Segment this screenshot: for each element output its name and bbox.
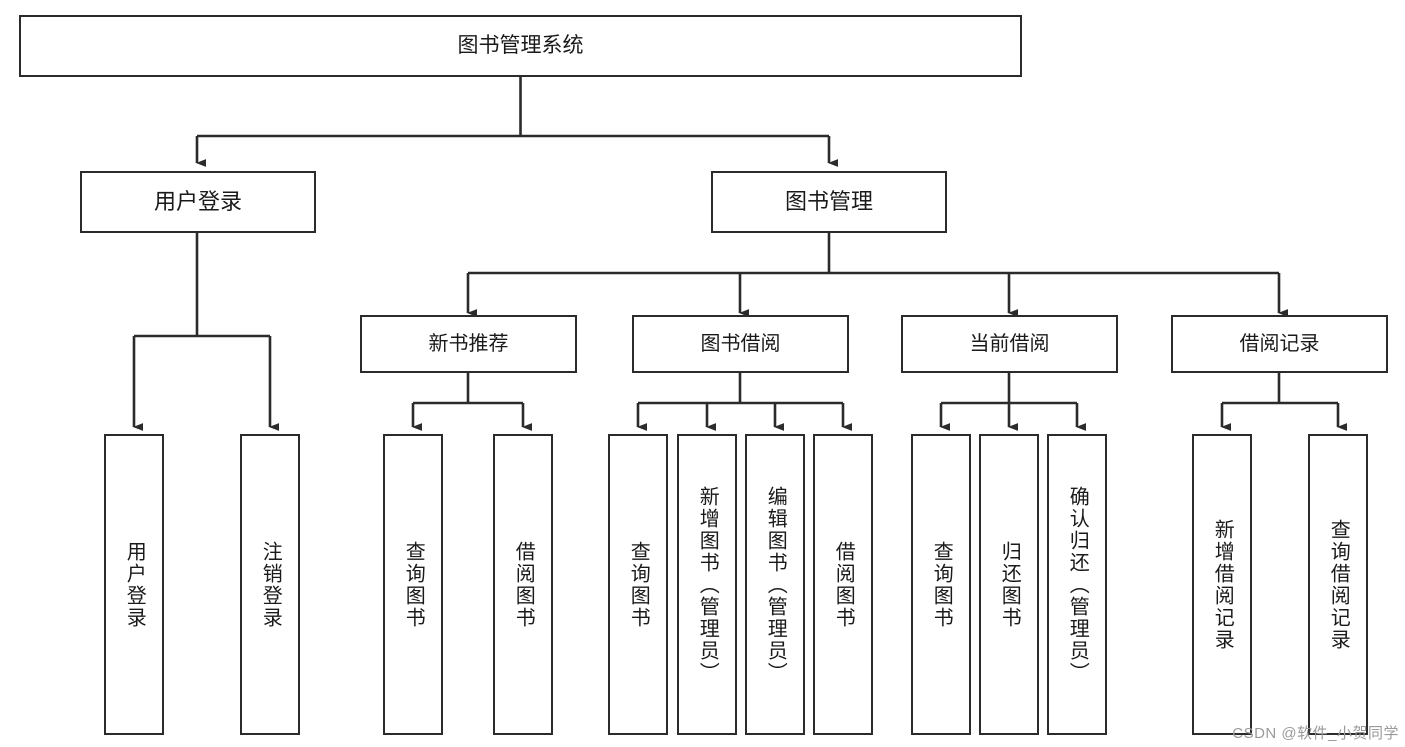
node-user-login[interactable]: 用户登录	[80, 171, 316, 233]
node-leaf-query-book-1[interactable]: 查询图书	[383, 434, 443, 735]
node-new-book-rec[interactable]: 新书推荐	[360, 315, 577, 373]
node-leaf-query-book-3[interactable]: 查询图书	[911, 434, 971, 735]
node-root-label: 图书管理系统	[457, 34, 584, 58]
node-book-manage[interactable]: 图书管理	[711, 171, 947, 233]
node-leaf-query-book-1-label: 查询图书	[402, 540, 425, 629]
node-leaf-add-book-label: 新增图书（管理员）	[696, 485, 719, 684]
node-leaf-user-login[interactable]: 用户登录	[104, 434, 164, 735]
node-leaf-user-login-label: 用户登录	[123, 540, 146, 629]
node-leaf-user-logout[interactable]: 注销登录	[240, 434, 300, 735]
node-leaf-edit-book-label: 编辑图书（管理员）	[764, 485, 787, 684]
node-current-borrow[interactable]: 当前借阅	[901, 315, 1118, 373]
node-leaf-query-book-2-label: 查询图书	[627, 540, 650, 629]
node-leaf-query-record[interactable]: 查询借阅记录	[1308, 434, 1368, 735]
csdn-watermark: CSDN @软件_小贺同学	[1232, 725, 1399, 742]
node-new-book-rec-label: 新书推荐	[428, 332, 509, 355]
node-leaf-borrow-book-2[interactable]: 借阅图书	[813, 434, 873, 735]
node-current-borrow-label: 当前借阅	[969, 332, 1050, 355]
node-leaf-borrow-book-1[interactable]: 借阅图书	[493, 434, 553, 735]
node-leaf-return-book-label: 归还图书	[998, 540, 1021, 629]
node-leaf-add-record-label: 新增借阅记录	[1211, 518, 1234, 651]
node-leaf-borrow-book-1-label: 借阅图书	[512, 540, 535, 629]
node-leaf-edit-book[interactable]: 编辑图书（管理员）	[745, 434, 805, 735]
node-book-borrow-label: 图书借阅	[700, 332, 781, 355]
node-root[interactable]: 图书管理系统	[19, 15, 1022, 77]
node-leaf-borrow-book-2-label: 借阅图书	[832, 540, 855, 629]
node-leaf-add-book[interactable]: 新增图书（管理员）	[677, 434, 737, 735]
node-book-manage-label: 图书管理	[784, 188, 873, 214]
node-leaf-query-record-label: 查询借阅记录	[1327, 518, 1350, 651]
node-leaf-user-logout-label: 注销登录	[259, 540, 282, 629]
node-leaf-query-book-2[interactable]: 查询图书	[608, 434, 668, 735]
node-leaf-return-book[interactable]: 归还图书	[979, 434, 1039, 735]
node-leaf-add-record[interactable]: 新增借阅记录	[1192, 434, 1252, 735]
node-leaf-query-book-3-label: 查询图书	[930, 540, 953, 629]
node-borrow-record[interactable]: 借阅记录	[1171, 315, 1388, 373]
node-user-login-label: 用户登录	[153, 188, 242, 214]
node-borrow-record-label: 借阅记录	[1239, 332, 1320, 355]
node-leaf-confirm-return-label: 确认归还（管理员）	[1066, 485, 1089, 684]
node-leaf-confirm-return[interactable]: 确认归还（管理员）	[1047, 434, 1107, 735]
node-book-borrow[interactable]: 图书借阅	[632, 315, 849, 373]
